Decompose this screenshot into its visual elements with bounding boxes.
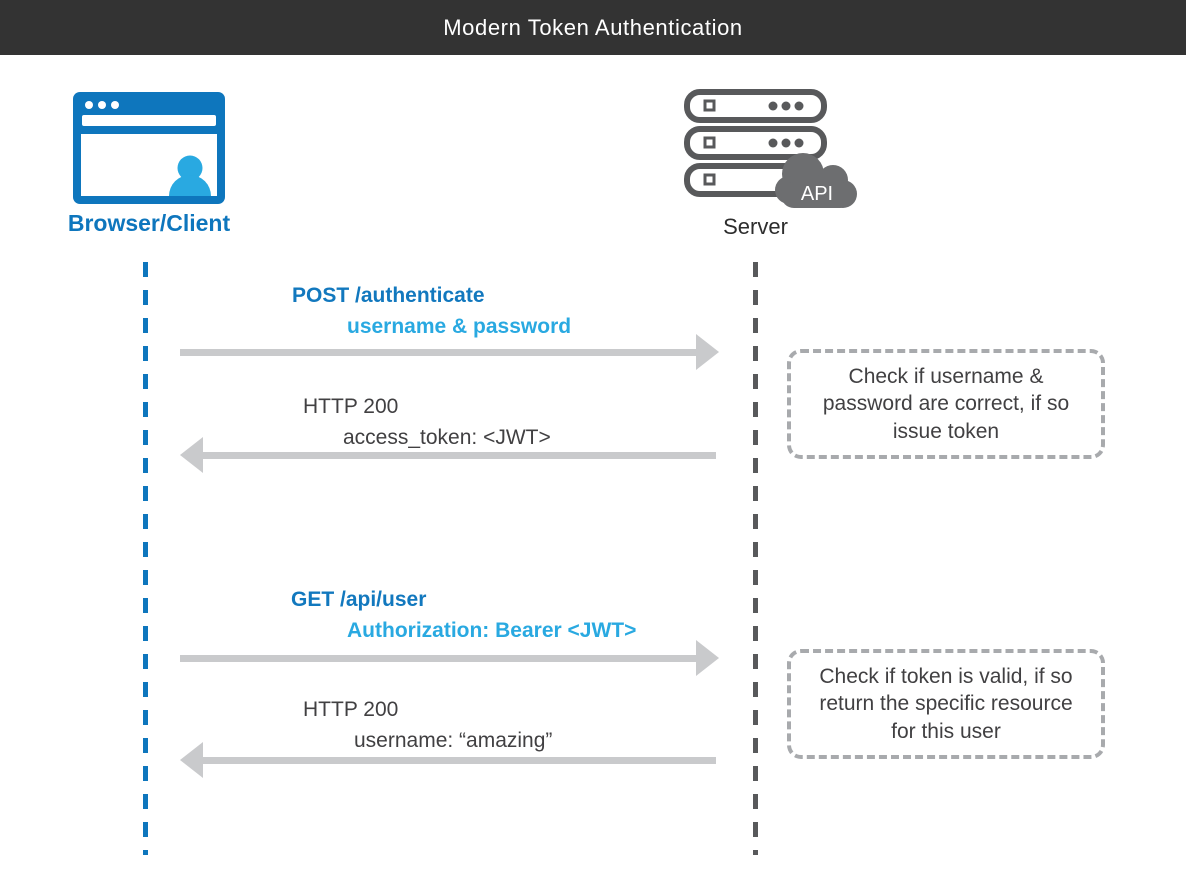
message-1-arrow-line bbox=[180, 349, 697, 356]
server-lifeline bbox=[753, 262, 758, 855]
server-note-issue-token: Check if username & password are correct… bbox=[787, 349, 1105, 459]
client-actor-label: Browser/Client bbox=[67, 210, 231, 236]
message-1-payload: username & password bbox=[347, 315, 572, 338]
message-4-arrowhead-left bbox=[180, 742, 203, 778]
api-cloud-icon: API bbox=[775, 153, 857, 208]
message-2-payload: access_token: <JWT> bbox=[343, 426, 551, 449]
message-3-arrow-line bbox=[180, 655, 697, 662]
message-1-arrowhead-right bbox=[696, 334, 719, 370]
message-4-arrow-line bbox=[202, 757, 716, 764]
message-4-status: HTTP 200 bbox=[303, 698, 399, 721]
api-cloud-label: API bbox=[801, 183, 833, 205]
message-3-method: GET /api/user bbox=[291, 588, 427, 611]
message-2-status: HTTP 200 bbox=[303, 395, 399, 418]
browser-client-icon bbox=[73, 92, 225, 204]
message-4-payload: username: “amazing” bbox=[354, 729, 553, 752]
server-note-validate-token: Check if token is valid, if so return th… bbox=[787, 649, 1105, 759]
message-1-method: POST /authenticate bbox=[292, 284, 485, 307]
message-3-payload: Authorization: Bearer <JWT> bbox=[347, 619, 637, 642]
server-actor-label: Server bbox=[723, 214, 788, 239]
server-icon: API bbox=[684, 89, 857, 208]
diagram-title: Modern Token Authentication bbox=[443, 14, 743, 40]
message-3-arrowhead-right bbox=[696, 640, 719, 676]
message-2-arrowhead-left bbox=[180, 437, 203, 473]
message-2-arrow-line bbox=[202, 452, 716, 459]
client-lifeline bbox=[143, 262, 148, 855]
title-bar: Modern Token Authentication bbox=[0, 0, 1186, 55]
